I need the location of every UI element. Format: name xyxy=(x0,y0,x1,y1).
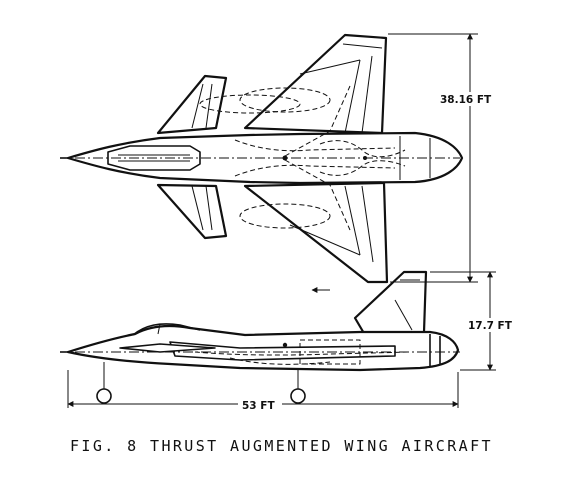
side-view xyxy=(60,270,460,404)
lower-wing xyxy=(243,181,389,284)
dimension-lines xyxy=(67,33,496,408)
main-wheel xyxy=(290,388,306,404)
upper-canard xyxy=(156,74,228,135)
plan-view xyxy=(60,33,464,284)
length-dimension: 53 FT xyxy=(242,400,275,412)
nose-wheel xyxy=(96,388,112,404)
span-dimension: 38.16 FT xyxy=(440,94,492,106)
figure-caption: FIG. 8 THRUST AUGMENTED WING AIRCRAFT xyxy=(70,437,493,455)
height-dimension: 17.7 FT xyxy=(468,320,513,332)
upper-wing xyxy=(243,33,388,135)
lower-canard xyxy=(156,183,228,240)
